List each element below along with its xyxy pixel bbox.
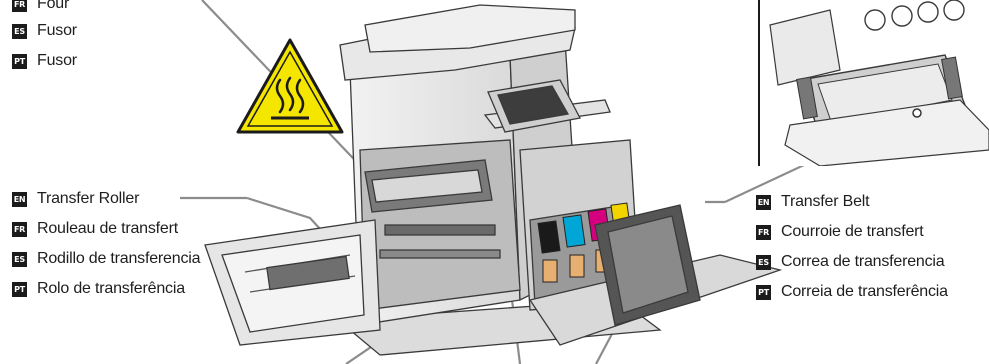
left-door — [205, 220, 380, 345]
transfer-belt-label-text: Correia de transferência — [781, 283, 948, 301]
transfer-roller-label-pt: PT Rolo de transferência — [12, 279, 185, 299]
toner-black — [538, 221, 560, 253]
fuser-label-pt: PT Fusor — [12, 51, 77, 71]
lang-badge-es: ES — [12, 252, 27, 267]
fuser-label-es: ES Fusor — [12, 21, 77, 41]
lang-badge-en: EN — [12, 192, 27, 207]
lang-badge-fr: FR — [12, 222, 27, 237]
lang-badge-en: EN — [756, 195, 771, 210]
lang-badge-pt: PT — [756, 285, 771, 300]
transfer-belt-label-text: Correa de transferencia — [781, 253, 945, 271]
lang-badge-pt: PT — [12, 282, 27, 297]
transfer-roller-label-text: Rolo de transferência — [37, 280, 185, 298]
toner-cyan — [563, 215, 585, 247]
transfer-roller-label-text: Transfer Roller — [37, 190, 139, 208]
transfer-belt-label-text: Courroie de transfert — [781, 223, 924, 241]
transfer-belt-label-text: Transfer Belt — [781, 193, 869, 211]
fuser-label-text: Fusor — [37, 52, 77, 70]
transfer-belt-label-pt: PT Correia de transferência — [756, 282, 948, 302]
transfer-roller-label-text: Rouleau de transfert — [37, 220, 178, 238]
fuser-label-text: Fusor — [37, 22, 77, 40]
lang-badge-es: ES — [12, 24, 27, 39]
transfer-belt-inset — [758, 0, 987, 166]
lang-badge-fr: FR — [756, 225, 771, 240]
transfer-belt-label-fr: FR Courroie de transfert — [756, 222, 924, 242]
transfer-roller-label-fr: FR Rouleau de transfert — [12, 219, 178, 239]
transfer-belt-label-es: ES Correa de transferencia — [756, 252, 945, 272]
transfer-belt-illustration — [760, 0, 989, 166]
transfer-roller-label-text: Rodillo de transferencia — [37, 250, 200, 268]
transfer-belt-label-en: EN Transfer Belt — [756, 192, 869, 212]
transfer-roller-label-en: EN Transfer Roller — [12, 189, 139, 209]
fuser-label-fr: FR Four — [12, 0, 69, 14]
fuser-label-text: Four — [37, 0, 69, 13]
lang-badge-es: ES — [756, 255, 771, 270]
transfer-roller-label-es: ES Rodillo de transferencia — [12, 249, 200, 269]
lang-badge-fr: FR — [12, 0, 27, 12]
lang-badge-pt: PT — [12, 54, 27, 69]
